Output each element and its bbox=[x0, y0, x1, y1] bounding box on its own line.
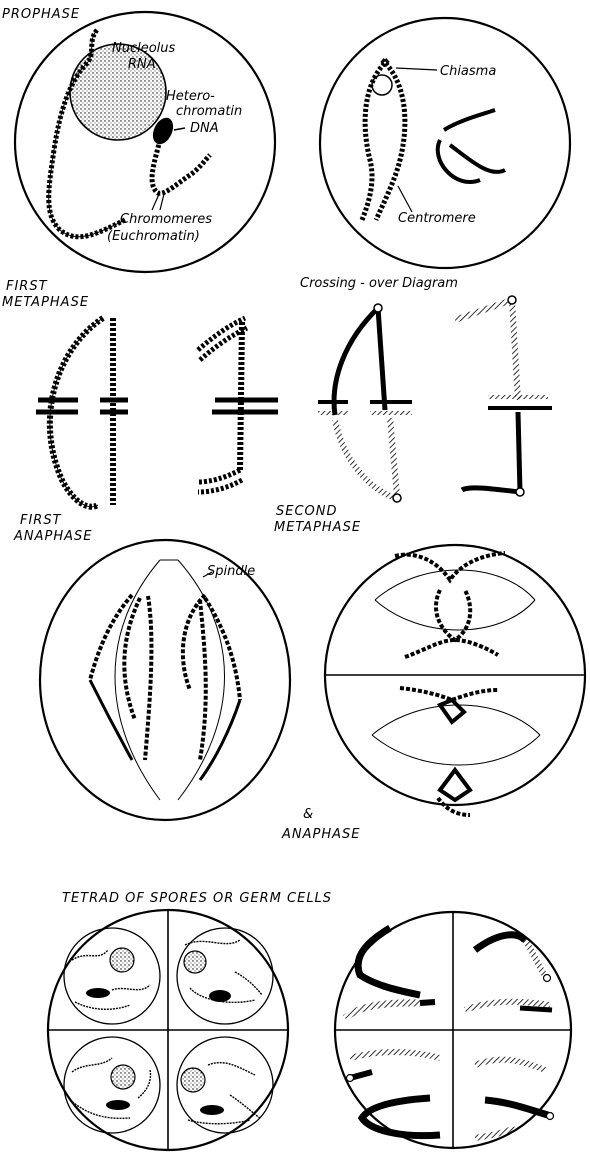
tetrad-left bbox=[48, 910, 288, 1150]
spore-top-right bbox=[177, 928, 273, 1024]
euchromatin-label: (Euchromatin) bbox=[107, 229, 200, 244]
metaphase-bivalent-1 bbox=[36, 318, 128, 507]
second-metaphase-section: SECOND METAPHASE & ANAPHASE bbox=[274, 504, 585, 842]
spore-top-left bbox=[64, 928, 160, 1024]
chiasma-label: Chiasma bbox=[440, 64, 496, 79]
and-symbol: & bbox=[303, 807, 313, 822]
second-metaphase-upper-spindle bbox=[375, 570, 535, 630]
spindle-label: Spindle bbox=[207, 564, 255, 579]
first-anaphase-title-1: FIRST bbox=[20, 513, 62, 528]
first-anaphase-title-2: ANAPHASE bbox=[13, 529, 92, 544]
spore-bottom-left bbox=[64, 1037, 160, 1133]
first-metaphase-title-2: METAPHASE bbox=[2, 295, 89, 310]
tetrad-section: TETRAD OF SPORES OR GERM CELLS bbox=[48, 891, 571, 1150]
prophase-right-cell bbox=[320, 18, 570, 268]
first-metaphase-section: FIRST METAPHASE bbox=[2, 279, 278, 507]
tetrad-chromatid-bottom-right bbox=[475, 1060, 554, 1138]
centromere-label: Centromere bbox=[398, 211, 476, 226]
tetrad-chromatid-top-left bbox=[345, 928, 435, 1018]
anaphase-title: ANAPHASE bbox=[281, 827, 360, 842]
tetrad-chromatid-bottom-left bbox=[347, 1052, 441, 1136]
crossing-over-title: Crossing - over Diagram bbox=[300, 276, 458, 291]
tetrad-chromatid-top-right bbox=[465, 935, 552, 1010]
first-anaphase-chromosomes bbox=[90, 595, 240, 780]
prophase-section: PROPHASE Nucleolus RNA Hetero- chromatin… bbox=[2, 7, 570, 272]
crossing-over-section: Crossing - over Diagram bbox=[300, 276, 552, 502]
first-metaphase-title-1: FIRST bbox=[6, 279, 48, 294]
metaphase-bivalent-2 bbox=[198, 318, 278, 492]
first-anaphase-cell bbox=[40, 540, 290, 820]
spore-bottom-right bbox=[177, 1037, 273, 1133]
chromomeres-label: Chromomeres bbox=[120, 212, 212, 227]
crossing-over-chromosome-2 bbox=[455, 296, 552, 496]
tetrad-title: TETRAD OF SPORES OR GERM CELLS bbox=[62, 891, 332, 906]
rna-label: RNA bbox=[128, 57, 156, 72]
heterochromatin-label-2: chromatin bbox=[176, 104, 242, 119]
second-metaphase-title-2: METAPHASE bbox=[274, 520, 361, 535]
tetrad-right bbox=[335, 912, 571, 1148]
dna-label: DNA bbox=[190, 121, 219, 136]
crossing-over-chromosome-1 bbox=[318, 304, 412, 502]
second-anaphase-lower-spindle bbox=[372, 705, 540, 765]
second-metaphase-title-1: SECOND bbox=[276, 504, 338, 519]
second-metaphase-upper-chromosomes bbox=[395, 553, 505, 657]
prophase-title: PROPHASE bbox=[2, 7, 80, 22]
nucleolus-label: Nucleolus bbox=[112, 41, 176, 56]
heterochromatin-label-1: Hetero- bbox=[166, 89, 215, 104]
first-anaphase-section: FIRST ANAPHASE Spindle bbox=[13, 513, 290, 820]
